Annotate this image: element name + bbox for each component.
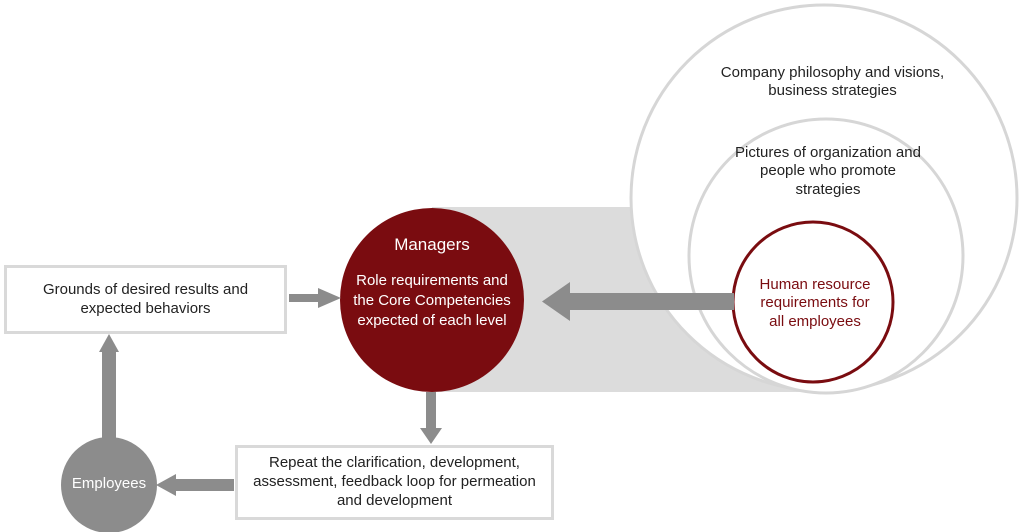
repeat-box-text: Repeat the clarification, development, a… <box>253 454 536 509</box>
grounds-box-text: Grounds of desired results and expected … <box>42 280 249 317</box>
outer-circle-label: Company philosophy and visions, business… <box>720 64 945 100</box>
inner-circle-label: Human resource requirements for all empl… <box>759 276 871 330</box>
arrow-repeat-to-employees <box>156 474 234 496</box>
arrow-managers-to-repeat <box>420 392 442 444</box>
managers-body: Role requirements and the Core Competenc… <box>353 272 511 329</box>
managers-title: Managers <box>394 235 470 254</box>
employees-label: Employees <box>71 475 147 492</box>
arrow-hr-to-managers <box>542 282 734 321</box>
employees-circle <box>61 437 157 532</box>
arrow-employees-to-grounds <box>99 334 119 442</box>
middle-circle-label: Pictures of organization and people who … <box>735 144 921 198</box>
managers-circle <box>340 208 524 392</box>
repeat-box: Repeat the clarification, development, a… <box>235 445 554 520</box>
arrow-grounds-to-managers <box>289 288 341 308</box>
grounds-box: Grounds of desired results and expected … <box>4 265 287 334</box>
